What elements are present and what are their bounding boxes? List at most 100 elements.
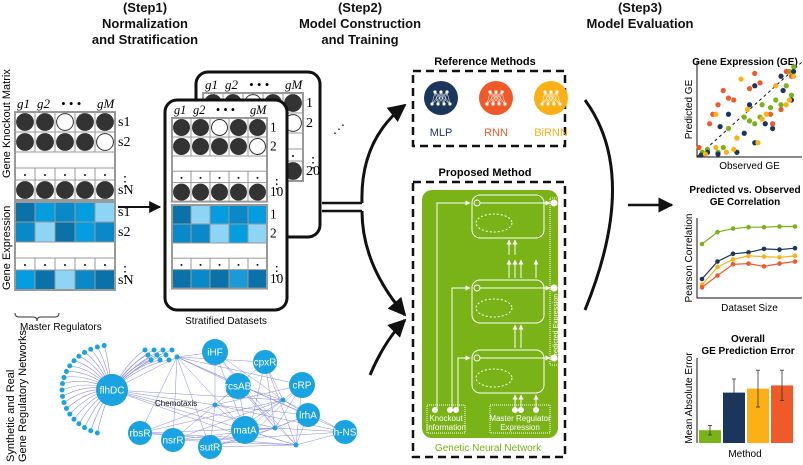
knockout-filled-circle <box>36 133 54 151</box>
knockout-empty-circle <box>249 138 266 155</box>
gnn-cell-bottom <box>471 349 545 394</box>
knockout-filled-circle <box>96 181 114 199</box>
scatter-point <box>696 144 702 151</box>
line-point <box>792 253 798 259</box>
network-small-node <box>154 352 160 358</box>
scatter-point <box>770 125 776 132</box>
network-small-node <box>101 343 107 349</box>
dot <box>199 176 202 179</box>
matrix-cell <box>54 269 76 291</box>
row-label: 1 <box>270 119 277 134</box>
network-node-cpxR <box>253 350 277 374</box>
network-edge <box>264 361 297 446</box>
nn-edge <box>498 91 503 105</box>
matrix-cell <box>14 221 36 243</box>
knockout-filled-circle <box>249 183 266 201</box>
knockout-matrix-label: Gene Knockout Matrix <box>1 69 13 178</box>
row-label: 2 <box>270 225 277 240</box>
row-label: s1 <box>118 205 130 220</box>
matrix-cell <box>14 269 36 291</box>
nn-node <box>436 102 440 106</box>
scatter-point <box>767 105 774 111</box>
scatter-point <box>731 97 737 103</box>
nn-node <box>500 90 504 94</box>
column-header: g1 <box>174 103 186 117</box>
nn-edge <box>547 91 558 105</box>
dot <box>256 263 259 266</box>
network-edge <box>111 389 216 406</box>
line-point <box>715 259 720 264</box>
scatter-point <box>752 121 758 127</box>
knockout-filled-circle <box>173 138 190 155</box>
nn-edge <box>431 91 436 105</box>
network-node-label: rcsAB <box>225 382 252 393</box>
network-hub-node <box>280 397 286 403</box>
scatter-point <box>767 111 774 117</box>
genetic-neural-network-panel <box>422 190 558 438</box>
network-label-line2: Gene Regulatory Networks <box>17 329 29 462</box>
nn-node <box>552 102 556 106</box>
knockout-filled-circle <box>56 133 74 151</box>
scatter-point <box>783 102 789 108</box>
nn-node <box>430 102 434 106</box>
knockout-filled-circle <box>230 138 247 155</box>
scatter-point <box>720 87 726 94</box>
network-small-node <box>63 368 69 374</box>
network-node-label: matA <box>233 426 257 437</box>
matrix-cell <box>247 204 268 225</box>
line-point <box>730 226 736 231</box>
network-small-node <box>88 346 94 352</box>
nn-edge <box>443 91 448 105</box>
scatter-point <box>752 83 758 89</box>
network-node-label: lrhA <box>299 411 317 422</box>
knockout-filled-circle <box>96 113 114 131</box>
matrix-cell <box>171 269 192 290</box>
network-node-label: h-NS <box>334 428 357 439</box>
step1-header: (Step1) Normalization and Stratification <box>70 0 220 48</box>
reference-methods-title: Reference Methods <box>434 56 535 68</box>
dot <box>180 263 183 266</box>
master-regulator-line2: Expression <box>500 423 540 432</box>
nn-edge <box>556 91 561 105</box>
step3-title-line1: Model Evaluation <box>586 16 694 31</box>
line-point <box>777 254 782 260</box>
network-edge <box>139 356 178 434</box>
line-point <box>792 259 798 264</box>
row-label: ⋮ <box>118 175 132 190</box>
scatter-title: Gene Expression (GE) <box>692 57 798 68</box>
scatter-point <box>788 92 795 98</box>
network-edge <box>172 399 284 441</box>
matrix-cell <box>209 204 230 225</box>
scatter-point <box>762 121 768 127</box>
nn-node <box>555 90 559 94</box>
dot <box>84 174 86 176</box>
nn-edge <box>486 91 503 105</box>
arrow-network-to-proposed <box>368 318 407 376</box>
dot <box>199 263 202 266</box>
knockout-filled-circle <box>36 113 54 131</box>
matrix-cell <box>94 201 116 223</box>
scatter-point <box>773 97 779 103</box>
column-header: gM <box>285 77 304 92</box>
gnn-cell-top <box>471 194 545 239</box>
network-small-node <box>142 347 148 353</box>
dot <box>24 174 26 176</box>
column-header: g1 <box>17 96 30 111</box>
scatter-point <box>759 102 765 108</box>
line-point <box>746 261 751 266</box>
row-label: 10 <box>270 184 284 199</box>
row-label: 1 <box>306 96 313 111</box>
network-edge <box>214 351 297 446</box>
dot <box>104 174 106 176</box>
gnn-diagram <box>426 194 561 434</box>
nn-node <box>488 90 492 94</box>
scatter-point <box>744 106 751 113</box>
line-point <box>761 246 767 252</box>
step2-header: (Step2) Model Construction and Training <box>275 0 445 48</box>
network-hub-node <box>293 442 299 448</box>
network-node-rbsR <box>128 421 152 445</box>
dot <box>84 264 86 266</box>
line-point <box>730 257 736 262</box>
